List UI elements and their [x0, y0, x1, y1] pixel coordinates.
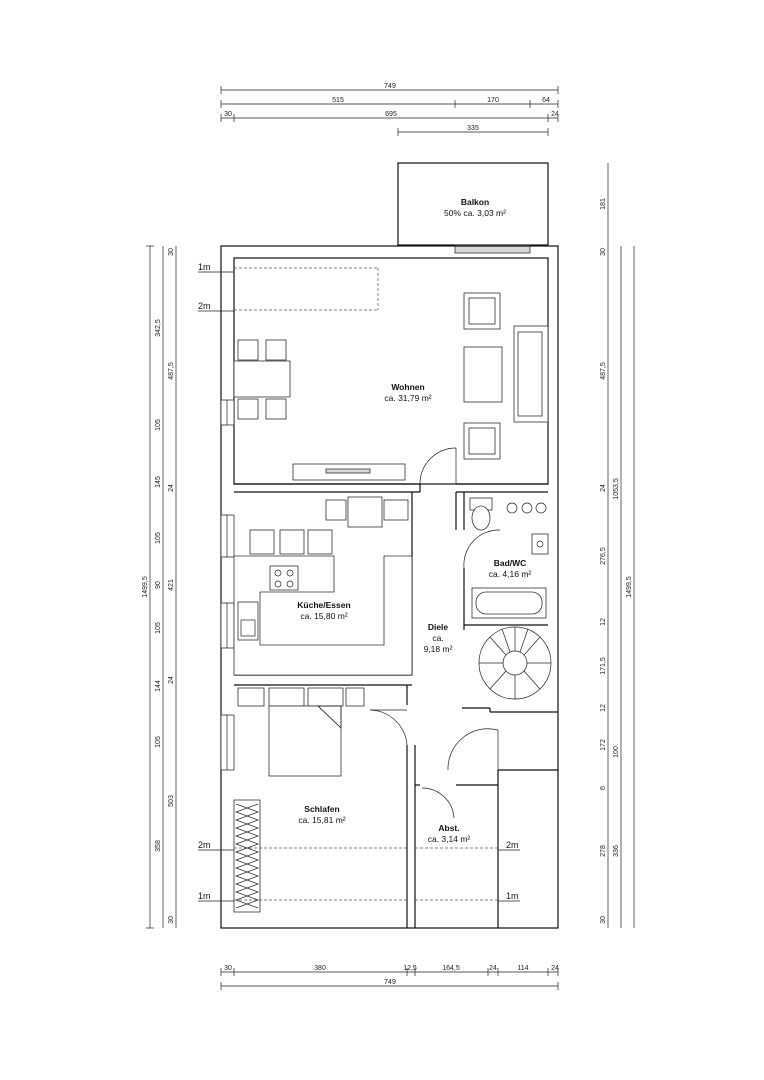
dining-table-kitchen — [347, 496, 383, 528]
mark-1m-left: 1m — [198, 891, 211, 901]
dim-left-105d: 105 — [155, 736, 162, 748]
dim-right-30b: 30 — [600, 916, 607, 924]
mark-1m-top: 1m — [198, 262, 211, 272]
kueche-name: Küche/Essen — [297, 600, 350, 610]
dim-right-181: 181 — [600, 198, 607, 210]
top-dimensions: 749 515 170 64 30 695 24 335 — [220, 83, 559, 136]
mark-2m-left: 2m — [198, 840, 211, 850]
left-dimensions: 1499,5 342,5 105 145 105 90 105 144 105 … — [142, 245, 177, 929]
dim-top-24: 24 — [551, 111, 559, 118]
toilet — [471, 505, 491, 531]
height-marks: 1m 2m 2m 1m 2m 1m — [198, 262, 520, 902]
dim-left-24a: 24 — [168, 484, 175, 492]
dim-top-515: 515 — [332, 97, 344, 104]
dim-bottom-30: 30 — [224, 965, 232, 972]
dim-left-105c: 105 — [155, 622, 162, 634]
right-dimensions: 181 30 24 276,5 12 171,5 12 172 6 278 30… — [600, 163, 635, 928]
bottom-dimensions: 30 380 12,5 164,5 24 114 24 749 — [220, 965, 559, 990]
wohnen-area: ca. 31,79 m² — [384, 393, 431, 403]
abst: Abst. ca. 3,14 m² — [415, 787, 498, 901]
dim-bottom-24a: 24 — [489, 965, 497, 972]
balkon-area: 50% ca. 3,03 m² — [444, 208, 506, 218]
schlafen-area: ca. 15,81 m² — [298, 815, 345, 825]
dim-left-90: 90 — [155, 581, 162, 589]
balkon-name: Balkon — [461, 197, 489, 207]
schlafen-name: Schlafen — [304, 804, 339, 814]
dim-right-172: 172 — [600, 739, 607, 751]
schlafen: Schlafen ca. 15,81 m² — [233, 687, 407, 913]
bed — [268, 705, 342, 777]
bad-name: Bad/WC — [494, 558, 527, 568]
dim-left-105a: 105 — [155, 419, 162, 431]
mark-2m-right: 2m — [506, 840, 519, 850]
dim-left-358: 358 — [155, 840, 162, 852]
dim-left-342: 342,5 — [155, 319, 162, 337]
dim-left-105b: 105 — [155, 532, 162, 544]
dim-right-12a: 12 — [600, 618, 607, 626]
kueche-area: ca. 15,80 m² — [300, 611, 347, 621]
dim-top-695: 695 — [385, 111, 397, 118]
dim-right-12b: 12 — [600, 704, 607, 712]
dim-left-145: 145 — [155, 476, 162, 488]
dim-left-30a: 30 — [168, 248, 175, 256]
dim-right-171: 171,5 — [600, 657, 607, 675]
dim-right-30a: 30 — [600, 248, 607, 256]
diele-area-line1: ca. — [432, 633, 443, 643]
stove — [269, 565, 299, 591]
dim-left-24b: 24 — [168, 676, 175, 684]
abst-name: Abst. — [438, 823, 459, 833]
shelf — [233, 799, 261, 913]
mark-1m-right: 1m — [506, 891, 519, 901]
coffee-table — [463, 346, 503, 403]
dim-left-total: 1499,5 — [142, 576, 149, 598]
dim-right-24: 24 — [600, 484, 607, 492]
diele: Diele ca. 9,18 m² — [369, 622, 552, 771]
sink — [237, 601, 259, 641]
dim-bottom-164: 164,5 — [442, 965, 460, 972]
wardrobe — [268, 687, 305, 707]
dim-top-total: 749 — [384, 83, 396, 90]
dim-bottom-114: 114 — [517, 965, 528, 972]
spiral-stairs — [478, 626, 552, 700]
dim-left-144: 144 — [155, 680, 162, 692]
dim-right-6: 6 — [600, 786, 607, 790]
dim-left-503: 503 — [168, 795, 175, 807]
balkon: Balkon 50% ca. 3,03 m² — [397, 162, 549, 254]
dim-top-64: 64 — [542, 97, 550, 104]
dim-right-1053: 1053,5 — [613, 478, 620, 500]
dim-right-total: 1499,5 — [626, 576, 633, 598]
diele-area-line2: 9,18 m² — [424, 644, 453, 654]
wohnen: Wohnen ca. 31,79 m² — [233, 267, 549, 485]
dim-right-276: 276,5 — [600, 547, 607, 565]
dim-right-487: 487,5 — [600, 362, 607, 380]
bad: Bad/WC ca. 4,16 m² — [463, 497, 549, 619]
dim-left-421: 421 — [168, 579, 175, 591]
abst-area: ca. 3,14 m² — [428, 834, 471, 844]
wohnen-name: Wohnen — [391, 382, 424, 392]
kueche: Küche/Essen ca. 15,80 m² — [233, 496, 413, 676]
dim-bottom-12: 12,5 — [403, 965, 417, 972]
dim-top-335: 335 — [467, 125, 479, 132]
dim-bottom-total: 749 — [384, 979, 396, 986]
diele-name: Diele — [428, 622, 449, 632]
washbasin — [531, 533, 549, 555]
dim-left-487: 487,5 — [168, 362, 175, 380]
dim-right-278: 278 — [600, 845, 607, 857]
dim-left-30b: 30 — [168, 916, 175, 924]
dining-table — [233, 360, 291, 398]
dim-top-170: 170 — [487, 97, 499, 104]
dim-top-30: 30 — [224, 111, 232, 118]
dim-right-100: 100 — [613, 746, 620, 758]
dim-right-336: 336 — [613, 845, 620, 857]
dim-bottom-24b: 24 — [551, 965, 559, 972]
mark-2m-top: 2m — [198, 301, 211, 311]
bad-area: ca. 4,16 m² — [489, 569, 532, 579]
dim-bottom-380: 380 — [314, 965, 326, 972]
